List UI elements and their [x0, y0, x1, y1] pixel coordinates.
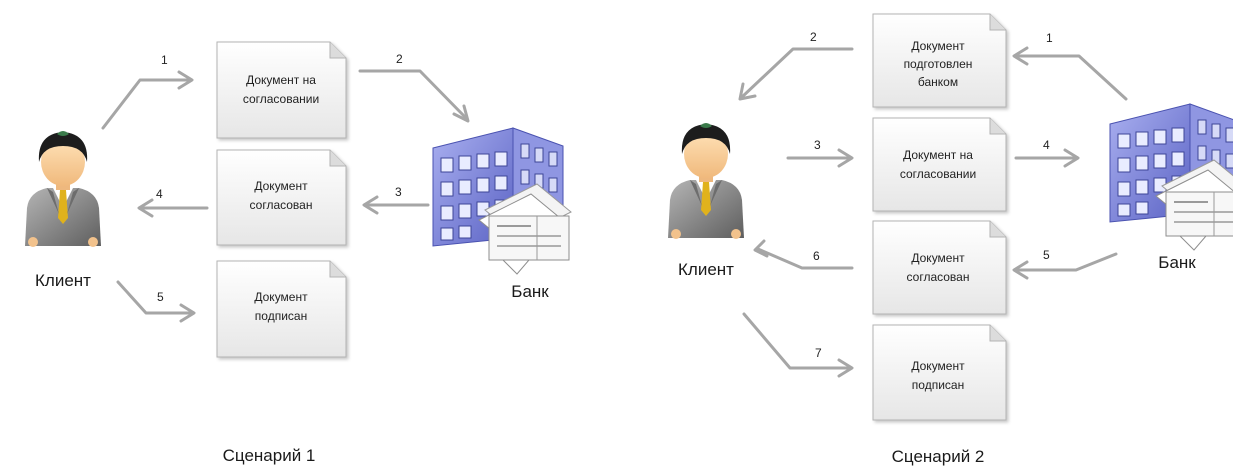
scenario-caption: Сценарий 2	[892, 447, 985, 466]
step-number: 2	[396, 52, 403, 66]
arrow-icon	[137, 198, 154, 218]
arrow-icon	[362, 195, 379, 215]
client-label: Клиент	[678, 260, 734, 279]
document-title: Документ	[911, 39, 965, 53]
step-number: 5	[157, 290, 164, 304]
arrow-icon	[358, 69, 468, 120]
arrow-icon	[1012, 260, 1029, 280]
step-number: 1	[161, 53, 168, 67]
step-number: 7	[815, 346, 822, 360]
arrow-icon	[179, 303, 196, 323]
arrow-icon	[452, 104, 470, 123]
document-icon	[216, 149, 347, 246]
document-icon	[872, 117, 1007, 212]
arrow-icon	[177, 70, 194, 90]
step-number: 6	[813, 249, 820, 263]
scenario-1: Клиент Документ на согласовании Документ…	[25, 41, 572, 465]
document-title: Документ	[254, 179, 308, 193]
document-title: подписан	[912, 378, 964, 392]
document-icon	[872, 324, 1007, 421]
arrow-icon	[101, 78, 192, 130]
arrow-icon	[1014, 252, 1118, 272]
bank-building-icon	[432, 127, 572, 275]
document-icon	[216, 41, 347, 139]
document-title: банком	[918, 75, 958, 89]
step-number: 1	[1046, 31, 1053, 45]
document-title: Документ	[911, 359, 965, 373]
client-person-icon	[25, 131, 101, 247]
scenario-2: Клиент Документ подготовлен банком Докум…	[668, 13, 1233, 466]
document-title: Документ на	[246, 73, 316, 87]
document-title: согласован	[907, 270, 970, 284]
arrow-icon	[742, 312, 852, 370]
document-title: Документ	[254, 290, 308, 304]
bank-label: Банк	[1158, 253, 1196, 272]
step-number: 3	[395, 185, 402, 199]
client-label: Клиент	[35, 271, 91, 290]
step-number: 2	[810, 30, 817, 44]
arrow-icon	[738, 82, 757, 101]
arrow-icon	[740, 47, 854, 99]
document-icon	[872, 220, 1007, 315]
document-title: Документ на	[903, 148, 973, 162]
arrow-icon	[753, 239, 769, 258]
document-title: подготовлен	[904, 57, 973, 71]
arrow-icon	[756, 247, 854, 270]
arrow-icon	[837, 358, 854, 378]
arrow-icon	[837, 148, 854, 168]
arrow-icon	[1012, 46, 1029, 66]
arrow-icon	[116, 280, 194, 315]
document-title: согласовании	[900, 167, 976, 181]
document-title: Документ	[911, 251, 965, 265]
document-icon	[872, 13, 1007, 108]
arrow-icon	[1014, 54, 1128, 101]
document-title: согласован	[250, 198, 313, 212]
arrow-icon	[1063, 148, 1080, 168]
step-number: 5	[1043, 248, 1050, 262]
step-number: 4	[1043, 138, 1050, 152]
document-title: подписан	[255, 309, 307, 323]
client-person-icon	[668, 123, 744, 239]
step-number: 4	[156, 187, 163, 201]
document-title: согласовании	[243, 92, 319, 106]
scenario-caption: Сценарий 1	[223, 446, 316, 465]
step-number: 3	[814, 138, 821, 152]
document-icon	[216, 260, 347, 358]
bank-label: Банк	[511, 282, 549, 301]
bank-building-icon	[1109, 103, 1233, 251]
